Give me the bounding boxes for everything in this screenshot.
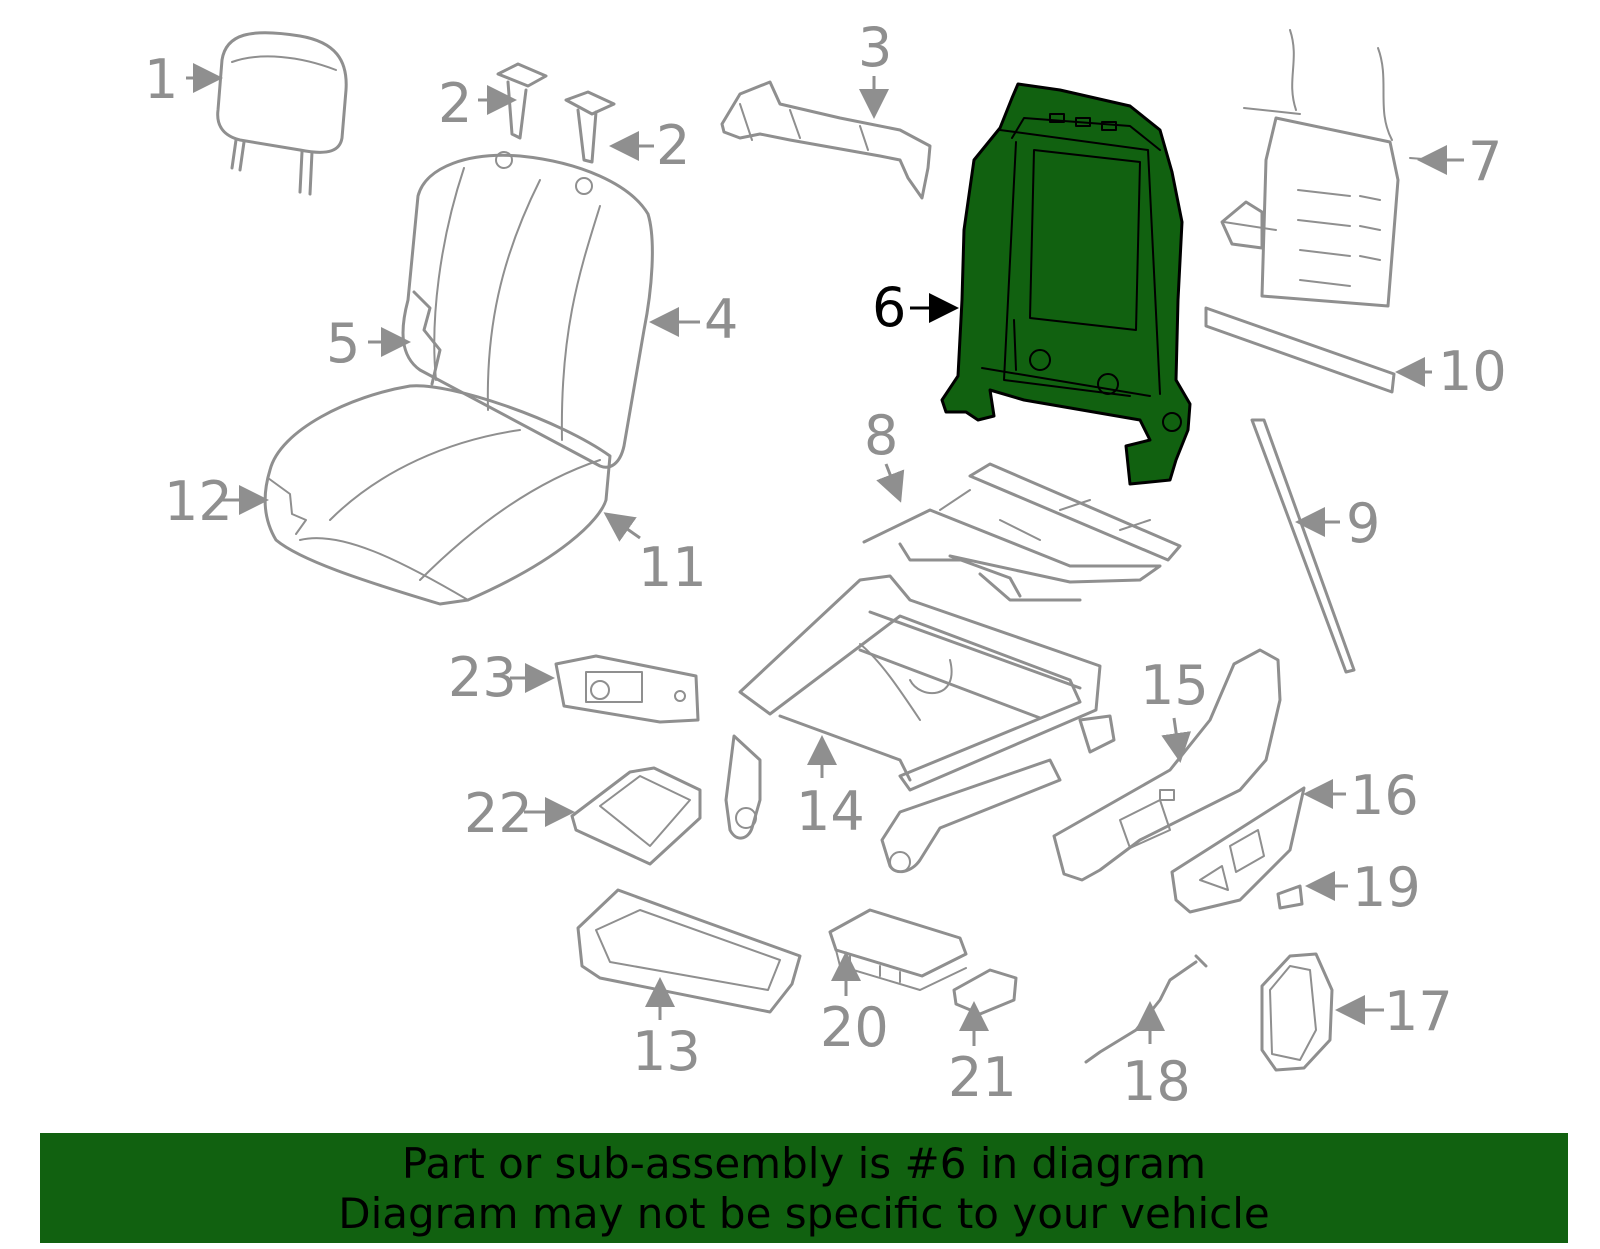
- callout-2b: 2: [656, 114, 690, 177]
- part-17-trim-cover: [1260, 952, 1334, 1072]
- callout-5: 5: [326, 312, 360, 375]
- part-10-support-rod: [1204, 306, 1396, 394]
- info-banner: Part or sub-assembly is #6 in diagram Di…: [40, 1133, 1568, 1243]
- part-21-sensor: [952, 968, 1018, 1016]
- part-9-trim-strip: [1250, 418, 1356, 674]
- callout-20: 20: [820, 996, 889, 1059]
- part-12-seat-cushion-cover: [263, 384, 612, 606]
- callout-1: 1: [144, 48, 178, 111]
- callout-10: 10: [1438, 340, 1507, 403]
- callout-12: 12: [164, 470, 233, 533]
- callout-arrows: [186, 63, 1464, 1046]
- part-20-control-module: [828, 908, 968, 991]
- callout-16: 16: [1350, 764, 1419, 827]
- part-14-seat-track: [724, 574, 1116, 874]
- part-1-headrest: [216, 31, 348, 196]
- callout-11: 11: [638, 536, 707, 599]
- part-22-bracket: [570, 766, 702, 866]
- callout-7: 7: [1468, 130, 1502, 193]
- parts-diagram: 1 2 2 3 4 5 6 7 8 9 10 11 12 13 14 15 16…: [144, 16, 1507, 1113]
- part-23-switch: [554, 654, 700, 724]
- callout-22: 22: [464, 782, 533, 845]
- callout-18: 18: [1122, 1050, 1191, 1113]
- part-8-cushion-spring: [862, 462, 1182, 602]
- callout-6: 6: [872, 276, 906, 339]
- banner-line-2: Diagram may not be specific to your vehi…: [338, 1189, 1270, 1238]
- part-7-lumbar-support: [1220, 29, 1437, 308]
- callout-14: 14: [796, 780, 865, 843]
- callout-3: 3: [858, 16, 892, 79]
- callout-21: 21: [948, 1046, 1017, 1109]
- part-16-switch-bezel: [1170, 786, 1306, 914]
- part-15-side-shield: [1052, 648, 1282, 882]
- part-2-guide-sleeves: [496, 62, 616, 164]
- callout-9: 9: [1346, 492, 1380, 555]
- callout-19: 19: [1352, 856, 1421, 919]
- callout-4: 4: [704, 288, 738, 351]
- part-13-storage-tray: [576, 888, 802, 1014]
- part-18-cable: [1084, 954, 1208, 1064]
- callout-8: 8: [864, 404, 898, 467]
- callout-17: 17: [1384, 980, 1453, 1043]
- callout-15: 15: [1140, 654, 1209, 717]
- part-3-bracket: [720, 80, 932, 200]
- banner-line-1: Part or sub-assembly is #6 in diagram: [401, 1139, 1207, 1188]
- callout-2a: 2: [438, 72, 472, 135]
- part-19-knob: [1276, 884, 1304, 910]
- callout-13: 13: [632, 1020, 701, 1083]
- callout-23: 23: [448, 646, 517, 709]
- part-6-seat-back-frame: [940, 82, 1192, 486]
- part-4-seat-back-cover: [401, 151, 654, 469]
